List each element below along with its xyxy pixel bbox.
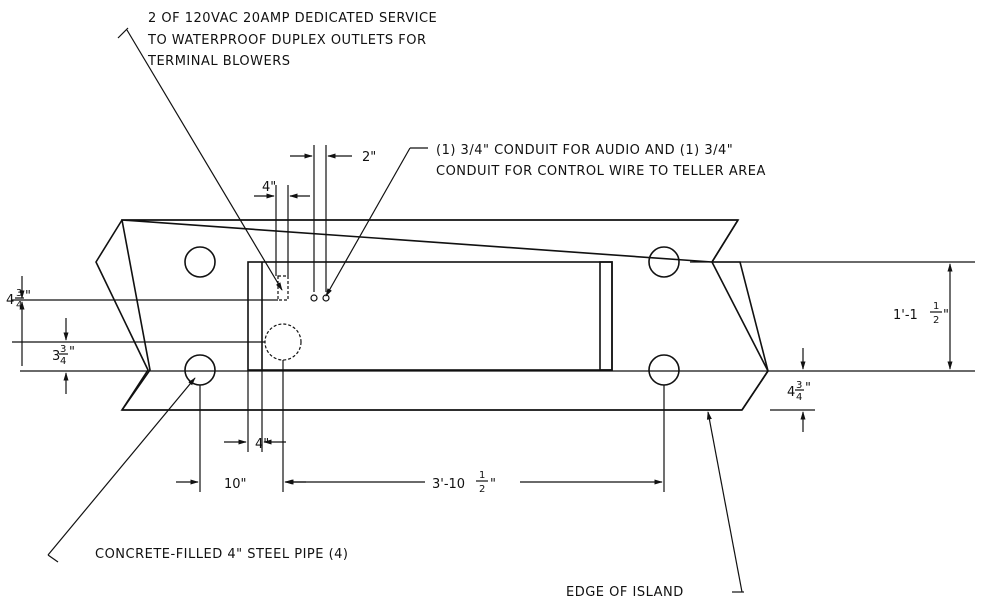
dim-1ft-label: 1'-1 1 2 " (893, 301, 949, 326)
service-note-line-1: 2 OF 120VAC 20AMP DEDICATED SERVICE (148, 11, 437, 26)
conduit-leader (325, 147, 411, 297)
pipe-note: CONCRETE-FILLED 4" STEEL PIPE (4) (95, 547, 349, 562)
dim-left-upper-whole: 4 (6, 293, 14, 308)
dim-right-lower-unit: " (805, 381, 811, 396)
dim-3ft-whole: 3'-10 (432, 477, 465, 492)
service-leader-long (126, 29, 283, 291)
dim-left-upper-label: 4 3 4 " (6, 288, 31, 311)
dim-right-lower-num: 3 (796, 380, 802, 391)
island-right-break (711, 219, 769, 411)
svg-text:TERMINAL BLOWERS: TERMINAL BLOWERS (147, 54, 291, 69)
conduit-dashed-circle (264, 323, 302, 361)
dim-left-lower-label: 3 3 4 " (52, 344, 75, 367)
dim-left-lower-den: 4 (60, 356, 66, 367)
dim-1ft-num: 1 (933, 301, 939, 312)
dim-3ft-label: 3'-10 1 2 " (432, 470, 496, 495)
dim-left-lower-num: 3 (60, 344, 66, 355)
dim-right-lower-whole: 4 (787, 385, 795, 400)
svg-text:CONDUIT FOR CONTROL WIRE TO TE: CONDUIT FOR CONTROL WIRE TO TELLER AREA (436, 164, 766, 179)
dim-right-lower-label: 4 3 4 " (787, 380, 811, 403)
svg-text:2 OF 120VAC 20AMP DEDICATED SE: 2 OF 120VAC 20AMP DEDICATED SERVICE (148, 11, 437, 26)
dim-left-lower-whole: 3 (52, 349, 60, 364)
steel-pipe-top-left (184, 246, 216, 278)
steel-pipe-bottom-left (184, 354, 216, 386)
dim-2in-label: 2" (362, 150, 376, 165)
dim-1ft-den: 2 (933, 315, 939, 326)
service-note-line-3: TERMINAL BLOWERS (147, 54, 291, 69)
conduit-note-line-2: CONDUIT FOR CONTROL WIRE TO TELLER AREA (436, 164, 766, 179)
svg-text:TO WATERPROOF DUPLEX OUTLETS F: TO WATERPROOF DUPLEX OUTLETS FOR (147, 33, 427, 48)
steel-pipe-bottom-right (648, 354, 680, 386)
dim-left-upper-den: 4 (16, 300, 22, 311)
edge-leader-v (706, 411, 743, 593)
conduit-note: (1) 3/4" CONDUIT FOR AUDIO AND (1) 3/4" … (436, 143, 766, 179)
dim-4in-top-label: 4" (262, 180, 276, 195)
dim-3ft-num: 1 (479, 470, 485, 481)
dim-left-upper-num: 3 (16, 288, 22, 299)
dim-left-lower-unit: " (69, 345, 75, 360)
svg-text:(1) 3/4" CONDUIT FOR AUDIO AND: (1) 3/4" CONDUIT FOR AUDIO AND (1) 3/4" (436, 143, 733, 158)
pipe-leader (47, 377, 196, 556)
pad-right-post (599, 261, 613, 371)
terminal-pad (247, 261, 613, 371)
edge-note: EDGE OF ISLAND (566, 585, 684, 600)
service-note: 2 OF 120VAC 20AMP DEDICATED SERVICE TO W… (147, 11, 437, 69)
island-left-break (95, 219, 149, 411)
dim-3ft-den: 2 (479, 484, 485, 495)
dim-right-lower-den: 4 (796, 392, 802, 403)
dim-1ft-unit: " (943, 308, 949, 323)
service-leader (117, 27, 129, 39)
dim-1ft-whole: 1'-1 (893, 308, 918, 323)
pipe-leader-tick (47, 554, 59, 563)
dim-3ft-unit: " (490, 477, 496, 492)
dim-10in-label: 10" (224, 477, 247, 492)
dim-left-upper-unit: " (25, 289, 31, 304)
conduit-small-1 (310, 294, 318, 302)
dim-4in-bottom-label: 4" (255, 437, 269, 452)
conduit-note-line-1: (1) 3/4" CONDUIT FOR AUDIO AND (1) 3/4" (436, 143, 733, 158)
duplex-outlet (277, 275, 289, 301)
service-note-line-2: TO WATERPROOF DUPLEX OUTLETS FOR (147, 33, 427, 48)
steel-pipe-top-right (648, 246, 680, 278)
